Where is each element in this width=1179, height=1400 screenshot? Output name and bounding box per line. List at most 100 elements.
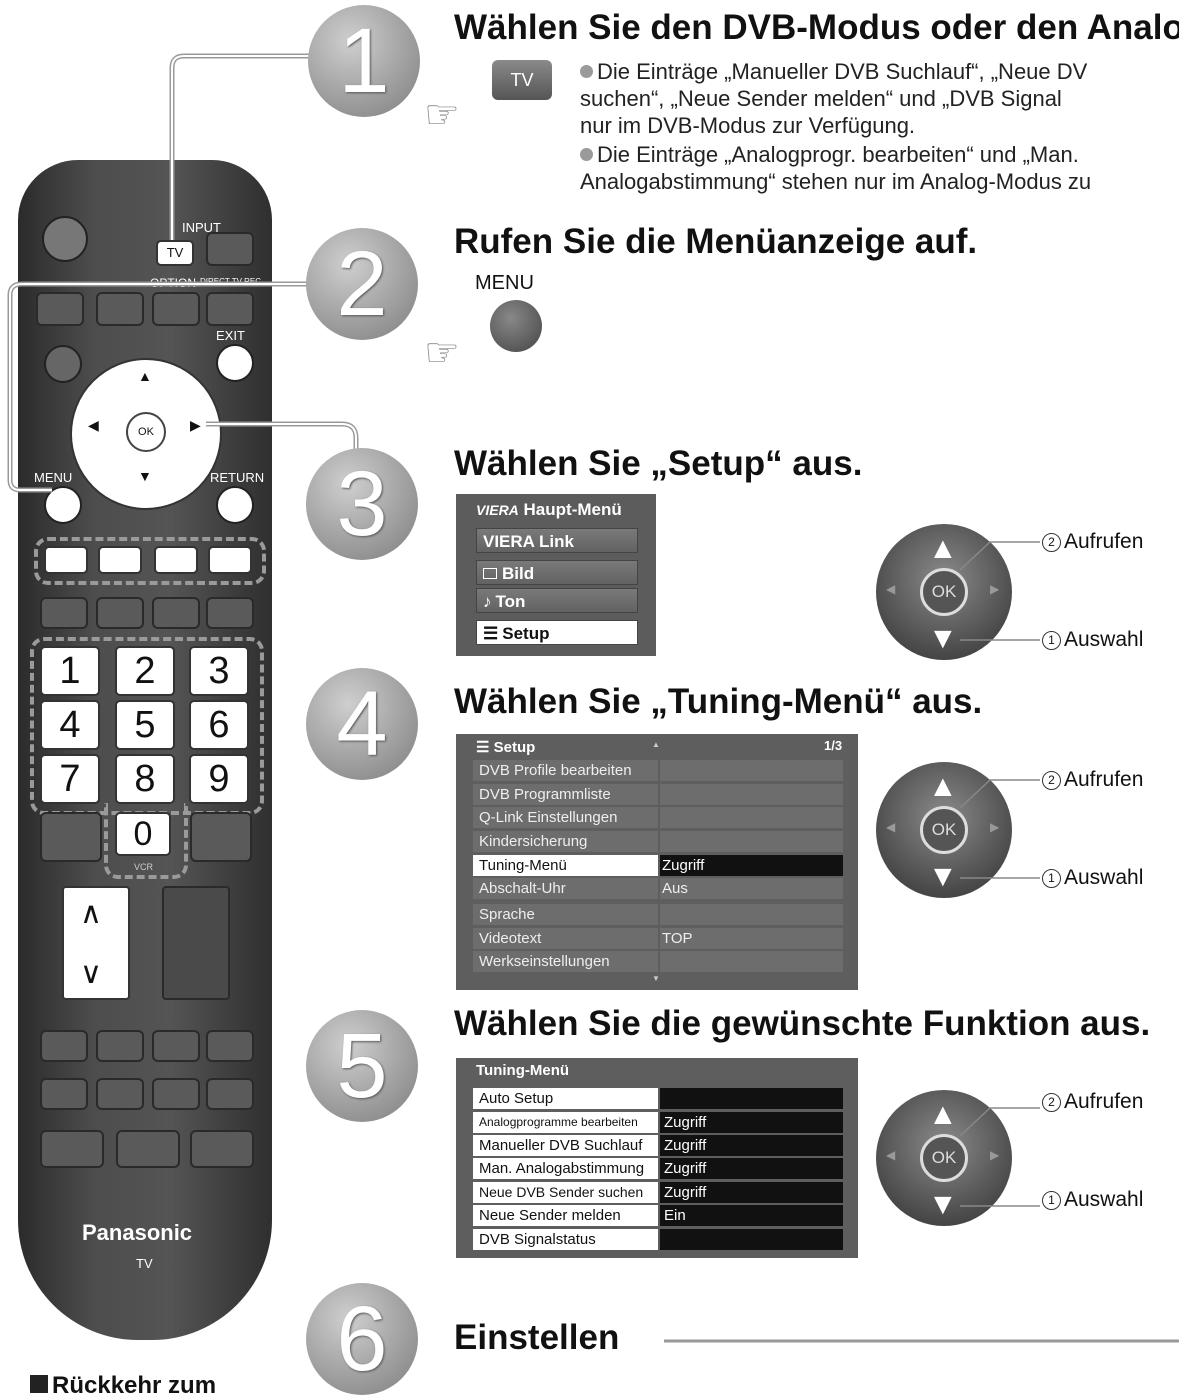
pressing-hand-icon: ☞ bbox=[424, 331, 460, 375]
remote-button[interactable] bbox=[152, 1030, 200, 1062]
color-button[interactable] bbox=[208, 546, 252, 574]
remote-button[interactable] bbox=[96, 1030, 144, 1062]
arrow-up-icon: ▲ bbox=[928, 770, 958, 803]
input-button[interactable] bbox=[206, 232, 254, 266]
color-buttons-highlight bbox=[34, 537, 266, 585]
remote-button[interactable] bbox=[40, 1030, 88, 1062]
step-number-5: 5 bbox=[306, 1010, 418, 1122]
tuning-row[interactable]: DVB Signalstatus bbox=[473, 1229, 843, 1250]
number-key-3[interactable]: 3 bbox=[189, 646, 249, 696]
number-key-6[interactable]: 6 bbox=[189, 700, 249, 750]
menu-item-bild[interactable]: Bild bbox=[476, 560, 638, 585]
number-key-9[interactable]: 9 bbox=[189, 754, 249, 804]
remote-button[interactable] bbox=[96, 292, 144, 326]
remote-button[interactable] bbox=[96, 1078, 144, 1110]
pad-leader-lines bbox=[960, 779, 1040, 879]
menu-item-viera-link[interactable]: VIERA Link bbox=[476, 528, 638, 553]
tv-button[interactable]: TV bbox=[156, 240, 194, 266]
remote-button[interactable] bbox=[190, 1130, 254, 1168]
menu-item-setup[interactable]: ☰Setup bbox=[476, 620, 638, 645]
setup-row[interactable]: Werkseinstellungen bbox=[473, 951, 843, 972]
setup-menu-screen: ☰ Setup 1/3 ▲ DVB Profile bearbeiten DVB… bbox=[456, 734, 858, 990]
ok-pad-step-4: OK ▲ ▼ ◀ ▶ bbox=[876, 762, 1012, 898]
tuning-row[interactable]: Auto Setup bbox=[473, 1088, 843, 1109]
number-key-8[interactable]: 8 bbox=[115, 754, 175, 804]
remote-button[interactable] bbox=[190, 812, 252, 862]
remote-button[interactable] bbox=[44, 345, 82, 383]
remote-button[interactable] bbox=[40, 1078, 88, 1110]
color-button[interactable] bbox=[154, 546, 198, 574]
step-number-2: 2 bbox=[306, 228, 418, 340]
number-key-0[interactable]: 0 bbox=[115, 812, 171, 856]
option-button[interactable] bbox=[152, 292, 200, 326]
arrow-up-icon: ▲ bbox=[138, 368, 152, 384]
arrow-up-icon: ▲ bbox=[928, 1098, 958, 1131]
exit-button[interactable] bbox=[216, 344, 254, 382]
pad-leader-lines bbox=[960, 1107, 1040, 1207]
setup-row[interactable]: DVB Profile bearbeiten bbox=[473, 760, 843, 781]
channel-up-icon: ∧ bbox=[80, 897, 102, 930]
number-key-4[interactable]: 4 bbox=[40, 700, 100, 750]
page-indicator: 1/3 bbox=[824, 738, 843, 753]
number-key-5[interactable]: 5 bbox=[115, 700, 175, 750]
step-number-1: 1 bbox=[308, 5, 420, 117]
setup-row[interactable]: Sprache bbox=[473, 904, 843, 925]
remote-button[interactable] bbox=[206, 1078, 254, 1110]
menu-key-label: MENU bbox=[475, 272, 534, 294]
list-icon: ☰ bbox=[476, 739, 490, 756]
channel-down-icon: ∨ bbox=[80, 957, 102, 990]
remote-button[interactable] bbox=[206, 1030, 254, 1062]
arrow-left-icon: ◀ bbox=[886, 1148, 896, 1162]
step-3-heading: Wählen Sie „Setup“ aus. bbox=[454, 444, 863, 483]
arrow-left-icon: ◀ bbox=[886, 820, 896, 834]
tv-key-illustration: TV bbox=[492, 60, 552, 100]
power-button[interactable] bbox=[42, 216, 88, 262]
remote-button[interactable] bbox=[152, 1078, 200, 1110]
number-key-1[interactable]: 1 bbox=[40, 646, 100, 696]
remote-button[interactable] bbox=[206, 597, 254, 629]
setup-row[interactable]: DVB Programmliste bbox=[473, 784, 843, 805]
remote-button[interactable] bbox=[40, 1130, 104, 1168]
zero-key-highlight bbox=[104, 803, 188, 879]
return-button[interactable] bbox=[216, 486, 254, 524]
main-menu-title: VIERA Haupt-Menü bbox=[476, 500, 622, 519]
menu-item-ton[interactable]: ♪Ton bbox=[476, 588, 638, 613]
arrow-up-icon: ▲ bbox=[928, 532, 958, 565]
setup-row-selected[interactable]: Tuning-Menü Zugriff bbox=[473, 855, 843, 876]
remote-button[interactable] bbox=[116, 1130, 180, 1168]
color-button[interactable] bbox=[44, 546, 88, 574]
number-key-7[interactable]: 7 bbox=[40, 754, 100, 804]
color-button[interactable] bbox=[98, 546, 142, 574]
scroll-down-icon: ▼ bbox=[652, 974, 660, 983]
remote-button[interactable] bbox=[40, 812, 102, 862]
list-icon: ☰ bbox=[483, 624, 499, 643]
setup-row[interactable]: Q-Link Einstellungen bbox=[473, 807, 843, 828]
tuning-menu-title: Tuning-Menü bbox=[476, 1062, 570, 1079]
return-label: RETURN bbox=[210, 470, 265, 485]
step-1-heading: Wählen Sie den DVB-Modus oder den Analo bbox=[454, 8, 1179, 47]
remote-button[interactable] bbox=[36, 292, 84, 326]
ok-button[interactable]: OK bbox=[126, 412, 166, 452]
volume-rocker[interactable] bbox=[162, 886, 230, 1000]
exit-label: EXIT bbox=[216, 328, 245, 343]
arrow-down-icon: ▼ bbox=[928, 622, 958, 655]
remote-button[interactable] bbox=[40, 597, 88, 629]
remote-button[interactable] bbox=[96, 597, 144, 629]
channel-rocker[interactable] bbox=[62, 886, 130, 1000]
remote-button[interactable] bbox=[152, 597, 200, 629]
number-key-2[interactable]: 2 bbox=[115, 646, 175, 696]
setup-row[interactable]: Kindersicherung bbox=[473, 831, 843, 852]
vcr-label: VCR bbox=[134, 862, 154, 872]
input-label: INPUT bbox=[182, 220, 221, 235]
ok-icon: OK bbox=[920, 1134, 968, 1182]
direct-rec-button[interactable] bbox=[206, 292, 254, 326]
